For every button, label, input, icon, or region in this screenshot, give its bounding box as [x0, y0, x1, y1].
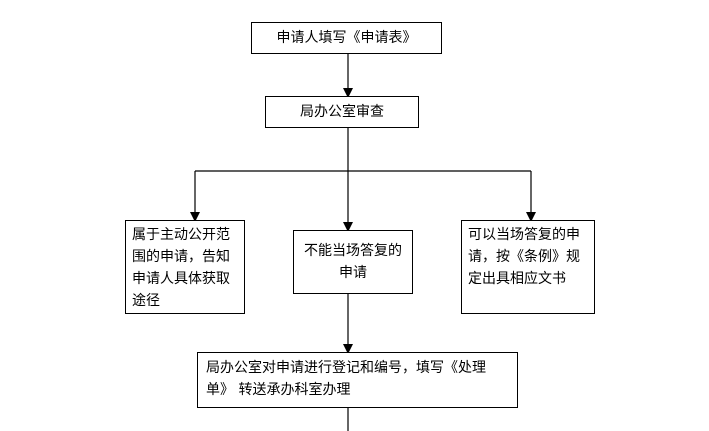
not-immediate-text: 不能当场答复的申请 [304, 243, 402, 281]
immediate-reply-text: 可以当场答复的申请，按《条例》规定出具相应文书 [468, 227, 580, 287]
public-scope-box: 属于主动公开范围的申请，告知申请人具体获取途径 [125, 220, 245, 314]
apply-form-text: 申请人填写《申请表》 [276, 30, 417, 46]
not-immediate-box: 不能当场答复的申请 [293, 230, 413, 294]
registration-box: 局办公室对申请进行登记和编号，填写《处理单》 转送承办科室办理 [197, 352, 518, 408]
office-review-text: 局办公室审查 [300, 104, 384, 120]
registration-text: 局办公室对申请进行登记和编号，填写《处理单》 转送承办科室办理 [206, 360, 486, 398]
immediate-reply-box: 可以当场答复的申请，按《条例》规定出具相应文书 [461, 220, 595, 314]
office-review-box: 局办公室审查 [265, 96, 419, 128]
apply-form-box: 申请人填写《申请表》 [251, 22, 442, 54]
public-scope-text: 属于主动公开范围的申请，告知申请人具体获取途径 [132, 227, 230, 309]
